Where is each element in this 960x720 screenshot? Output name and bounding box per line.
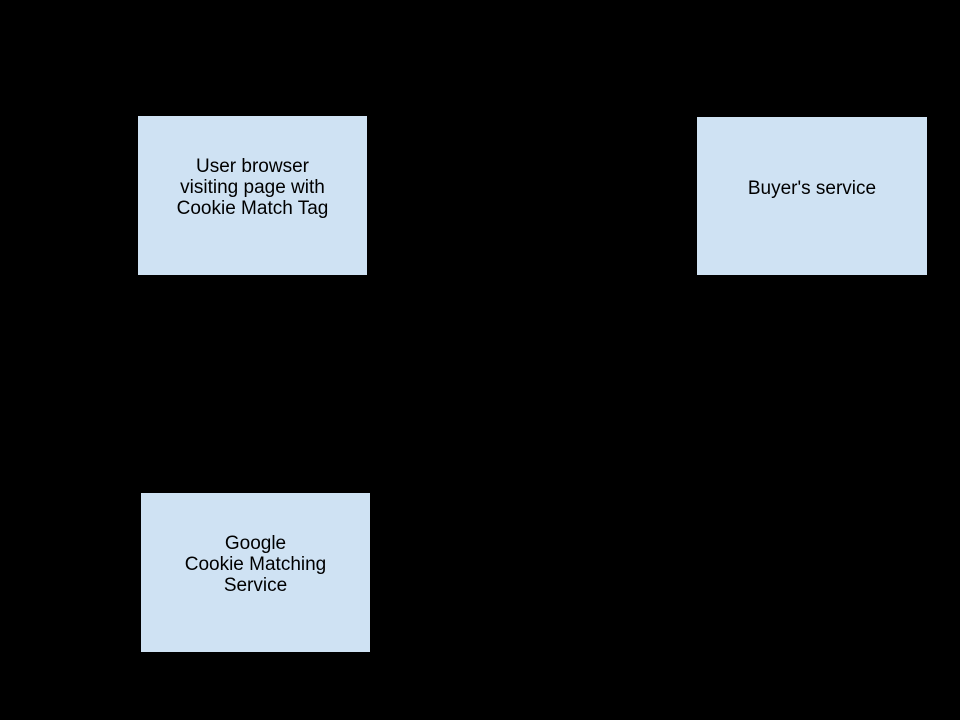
node-user-browser-label: User browser visiting page with Cookie M… xyxy=(176,156,329,219)
node-google-cookie-matching-service-label: Google Cookie Matching Service xyxy=(184,533,327,596)
node-buyers-service-label: Buyer's service xyxy=(747,177,877,199)
node-buyers-service: Buyer's service xyxy=(696,116,928,276)
node-user-browser: User browser visiting page with Cookie M… xyxy=(137,115,368,276)
node-google-cookie-matching-service: Google Cookie Matching Service xyxy=(140,492,371,653)
